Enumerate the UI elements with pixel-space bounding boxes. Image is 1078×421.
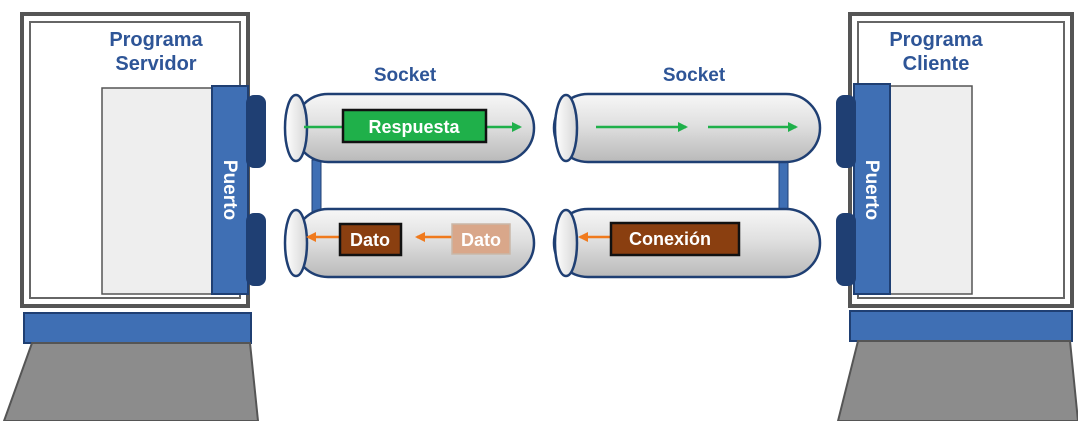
client-keyboard bbox=[836, 340, 1078, 421]
server-keyboard bbox=[2, 342, 260, 421]
server-title-line1: Programa bbox=[109, 29, 203, 51]
data-label: Dato bbox=[350, 230, 390, 250]
client-title-line1: Programa bbox=[889, 29, 983, 51]
server-computer bbox=[2, 12, 266, 421]
client-port-connector-top bbox=[836, 95, 856, 168]
server-keyboard-base bbox=[23, 312, 252, 344]
right-socket-label: Socket bbox=[663, 65, 726, 86]
client-title-line2: Cliente bbox=[903, 53, 970, 75]
response-box bbox=[341, 108, 488, 144]
response-label: Respuesta bbox=[368, 117, 460, 137]
right-socket-connector bbox=[778, 159, 789, 215]
server-port-connector-top bbox=[246, 95, 266, 168]
client-computer bbox=[836, 12, 1078, 421]
client-port bbox=[853, 83, 891, 295]
client-keyboard-base bbox=[849, 310, 1073, 342]
data-pending-box bbox=[451, 223, 511, 255]
left-socket-label: Socket bbox=[374, 65, 437, 86]
client-port-connector-bottom bbox=[836, 213, 856, 286]
connection-label: Conexión bbox=[629, 229, 711, 249]
server-window bbox=[101, 87, 221, 295]
server-port bbox=[211, 85, 249, 295]
server-port-label: Puerto bbox=[219, 160, 240, 220]
client-port-label: Puerto bbox=[861, 160, 882, 220]
data-box bbox=[338, 222, 403, 257]
client-window bbox=[887, 85, 973, 295]
connection-box bbox=[609, 221, 741, 257]
data-pending-label: Dato bbox=[461, 230, 501, 250]
server-title-line2: Servidor bbox=[115, 53, 196, 75]
left-socket-connector bbox=[311, 159, 322, 215]
server-port-connector-bottom bbox=[246, 213, 266, 286]
